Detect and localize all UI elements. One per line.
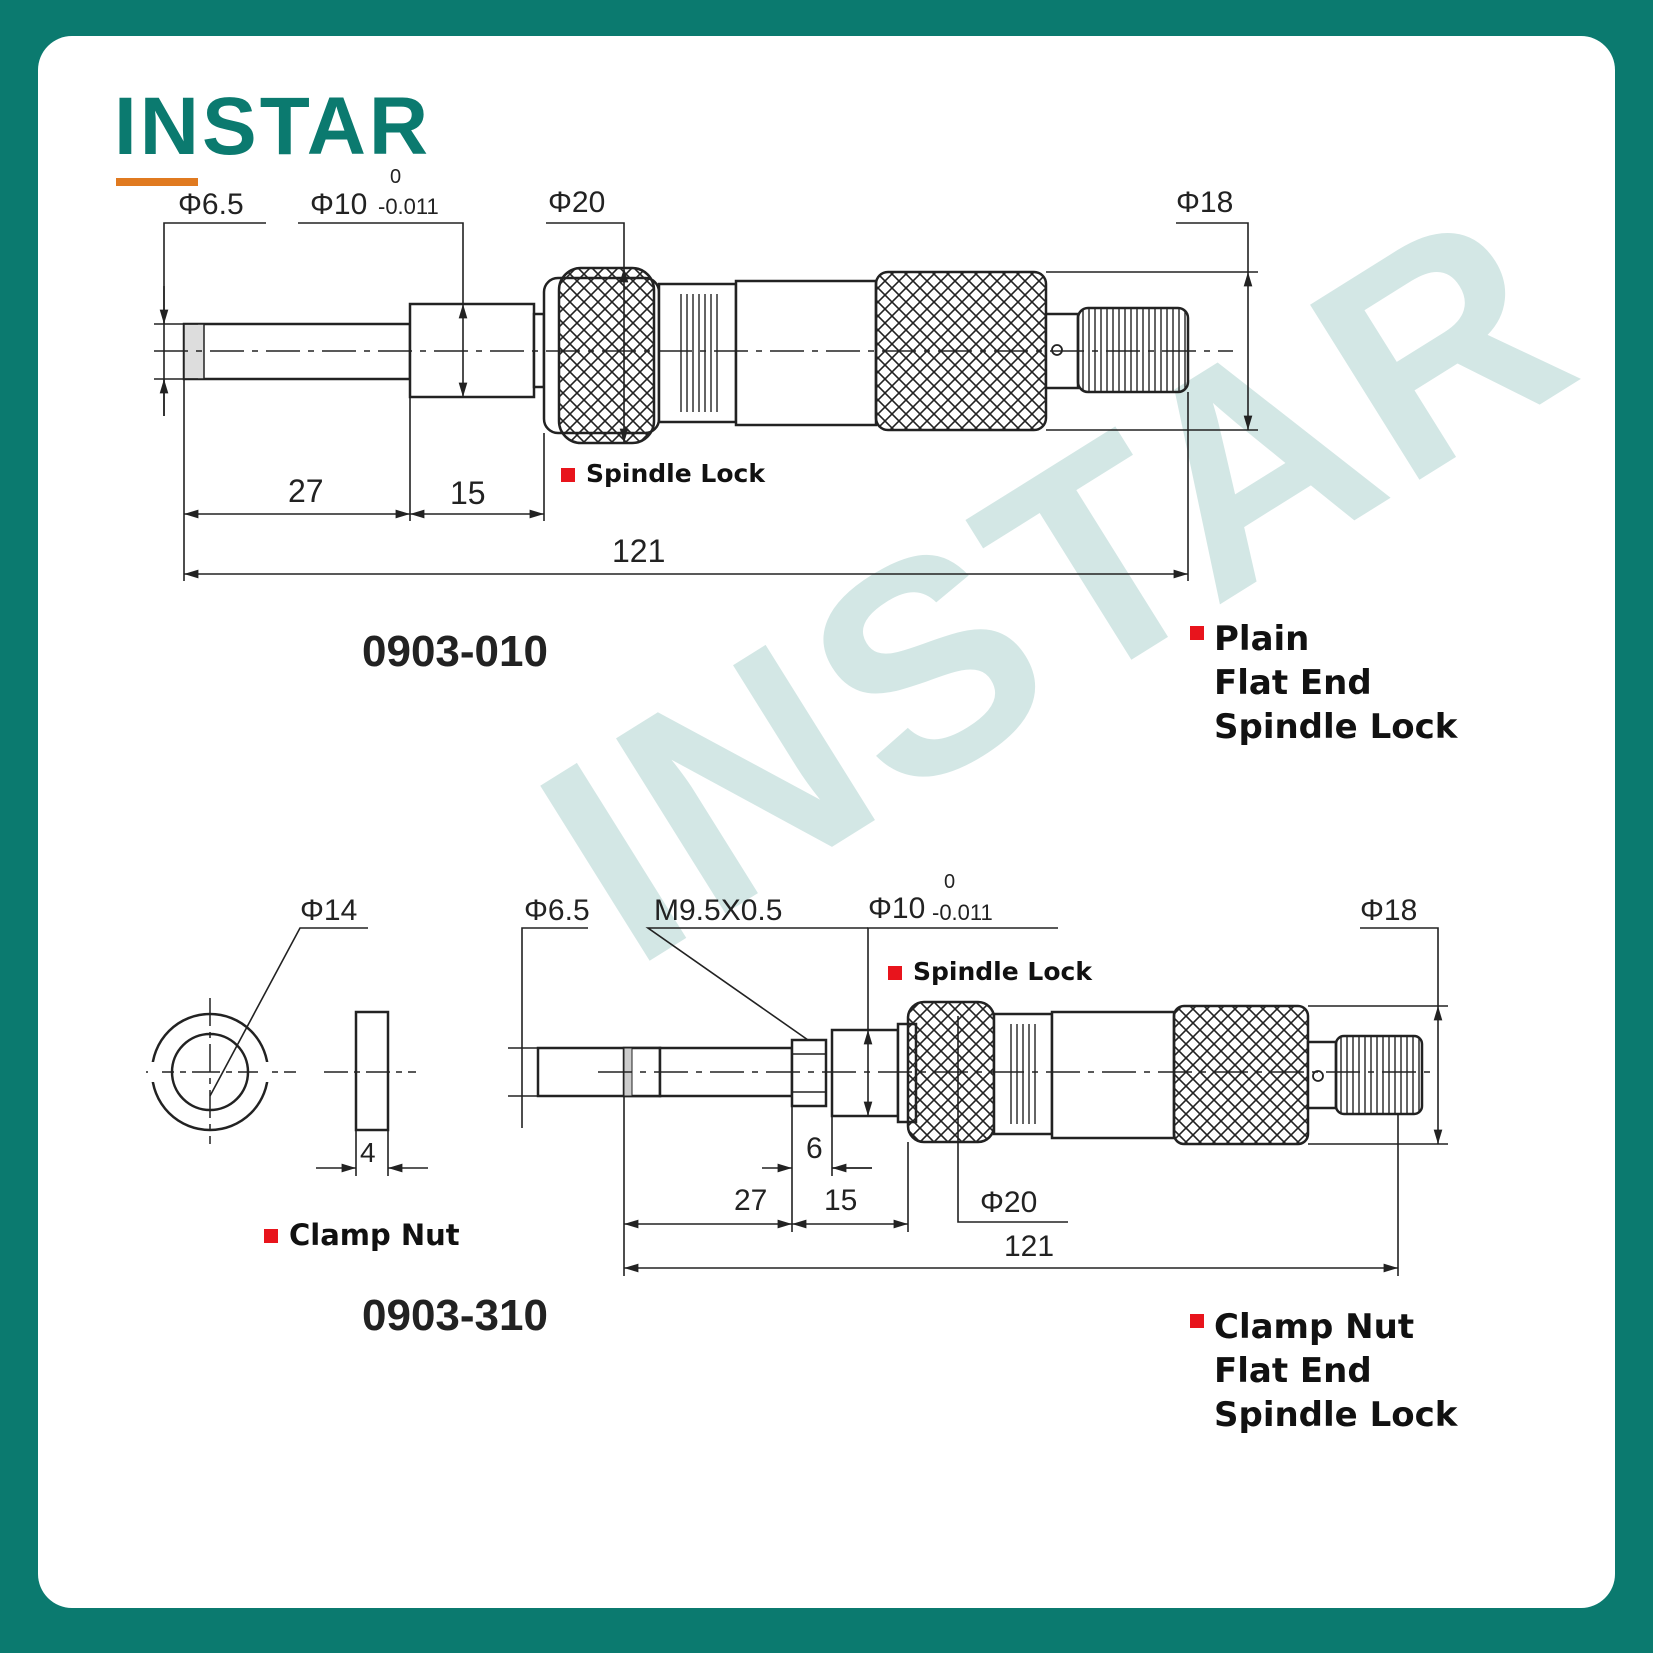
bottom-lock-bullet [888, 966, 902, 980]
clamp-nut-bullet [264, 1229, 278, 1243]
clamp-nut-label: Clamp Nut [289, 1218, 460, 1252]
top-phi-lock: Φ20 [548, 186, 605, 219]
top-micrometer-head [182, 266, 1190, 445]
bottom-len-total: 121 [1004, 1230, 1054, 1263]
bottom-feature-3: Spindle Lock [1214, 1395, 1459, 1435]
bottom-phi-thimble: Φ18 [1360, 894, 1417, 927]
top-feature-2: Flat End [1214, 663, 1372, 703]
top-feature-1: Plain [1214, 619, 1309, 659]
logo-underline [116, 178, 198, 186]
bottom-spindle-lock-label: Spindle Lock [913, 957, 1093, 986]
top-len-b: 15 [450, 475, 486, 511]
bottom-phi-spindle: Φ6.5 [524, 894, 590, 927]
bottom-dimension-texts: Φ6.5 M9.5X0.5 Φ10 0 -0.011 Φ18 6 27 15 Φ… [524, 871, 1417, 1263]
bottom-thread: M9.5X0.5 [654, 894, 782, 927]
bottom-micrometer-head [536, 1000, 1424, 1146]
top-len-total: 121 [612, 533, 665, 569]
clamp-nut-front-view [146, 998, 296, 1144]
top-spindle-lock-label: Spindle Lock [586, 459, 766, 488]
bottom-feature-bullet [1190, 1314, 1204, 1328]
bottom-len-b: 15 [824, 1184, 857, 1217]
top-phi-sleeve: Φ10 [310, 188, 367, 221]
technical-drawing: Φ6.5 Φ10 0 -0.011 Φ20 Φ18 27 15 121 Spin… [146, 166, 1459, 1435]
clamp-nut-dimensions [209, 927, 428, 1176]
top-feature-list: Plain Flat End Spindle Lock [1190, 619, 1459, 747]
top-lock-bullet [561, 468, 575, 482]
bottom-phi-lock: Φ20 [980, 1186, 1037, 1219]
bottom-len-a: 27 [734, 1184, 767, 1217]
top-feature-bullet [1190, 626, 1204, 640]
bottom-tol-upper: 0 [944, 871, 955, 893]
bottom-phi-sleeve: Φ10 [868, 892, 925, 925]
bottom-len-nut: 6 [806, 1132, 823, 1165]
bottom-tol-lower: -0.011 [932, 900, 993, 925]
bottom-feature-1: Clamp Nut [1214, 1307, 1414, 1347]
top-dimension-texts: Φ6.5 Φ10 0 -0.011 Φ20 Φ18 27 15 121 [178, 166, 1233, 569]
bottom-nut-width: 4 [360, 1137, 376, 1168]
bottom-model-number: 0903-310 [362, 1291, 548, 1340]
top-len-a: 27 [288, 473, 324, 509]
top-phi-thimble: Φ18 [1176, 186, 1233, 219]
bottom-feature-list: Clamp Nut Flat End Spindle Lock [1190, 1307, 1459, 1435]
top-model-number: 0903-010 [362, 627, 548, 676]
top-dimension-lines [154, 222, 1258, 581]
bottom-feature-2: Flat End [1214, 1351, 1372, 1391]
bottom-dimension-lines [508, 927, 1448, 1276]
top-tol-lower: -0.011 [378, 194, 439, 219]
top-tol-upper: 0 [390, 166, 401, 188]
top-feature-3: Spindle Lock [1214, 707, 1459, 747]
brand-logo: INSTAR [114, 81, 432, 172]
top-phi-spindle: Φ6.5 [178, 188, 244, 221]
bottom-phi-nut: Φ14 [300, 894, 357, 927]
drawing-card: INSTAR INSTAR [38, 36, 1615, 1608]
